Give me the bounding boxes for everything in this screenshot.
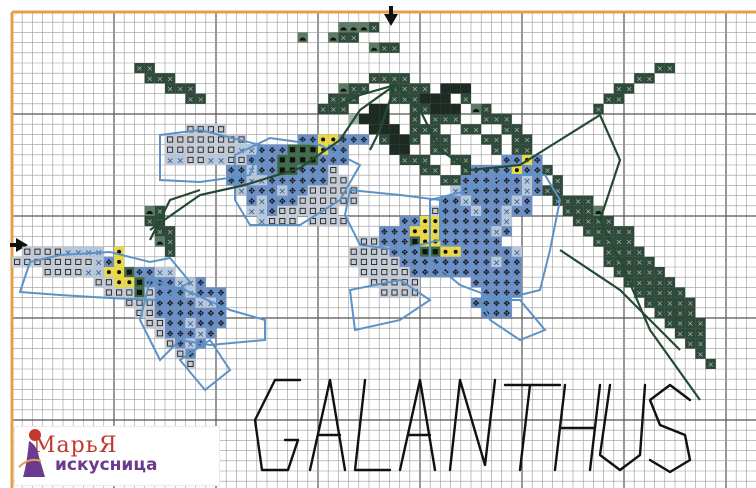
petal-outline bbox=[180, 340, 230, 390]
petal-outline bbox=[480, 300, 545, 340]
stem-outline bbox=[560, 250, 680, 350]
title-stroke bbox=[650, 385, 690, 472]
petal-outline bbox=[160, 130, 260, 182]
title-stroke bbox=[450, 380, 495, 470]
petal-outline bbox=[140, 280, 265, 360]
title-stroke bbox=[400, 380, 435, 470]
petal-outline bbox=[20, 252, 190, 300]
petal-outline bbox=[430, 175, 560, 300]
logo-brand-bottom: искусница bbox=[55, 455, 157, 475]
title-stroke bbox=[555, 385, 600, 470]
watermark-logo: МарьЯ искусница bbox=[14, 426, 220, 486]
logo-figure-icon bbox=[15, 427, 51, 481]
title-stroke bbox=[310, 380, 345, 470]
title-stroke bbox=[355, 380, 390, 470]
title-stroke bbox=[255, 380, 300, 470]
title-stroke bbox=[505, 385, 560, 470]
stem-outline bbox=[150, 190, 200, 240]
petal-outline bbox=[345, 190, 440, 250]
petal-outline bbox=[350, 280, 430, 330]
stem-outline bbox=[340, 85, 395, 105]
stem-outline bbox=[150, 85, 700, 400]
title-stroke bbox=[600, 385, 645, 470]
